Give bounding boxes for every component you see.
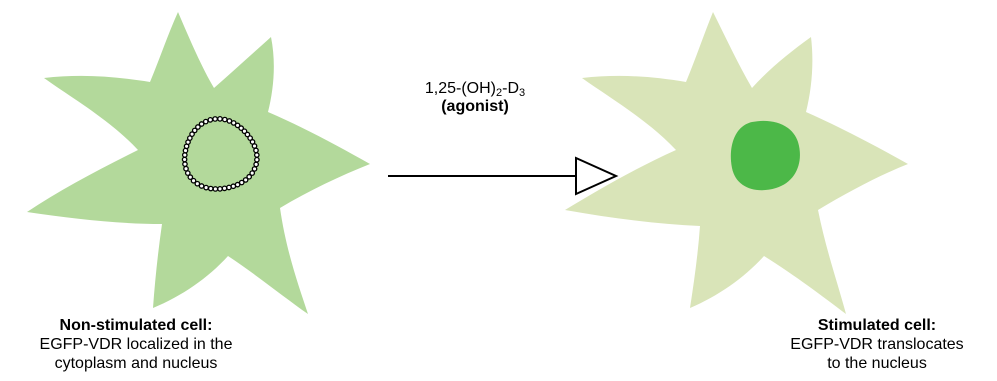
nucleus-dot bbox=[221, 116, 228, 123]
nucleus-dot bbox=[217, 115, 223, 122]
stimulated-line-2: to the nucleus bbox=[827, 355, 927, 372]
agonist-role: (agonist) bbox=[441, 98, 509, 115]
non-stimulated-line-2: cytoplasm and nucleus bbox=[54, 355, 218, 372]
nucleus-dot bbox=[226, 184, 232, 191]
nucleus-filled bbox=[730, 120, 800, 191]
nucleus-dot bbox=[253, 161, 259, 168]
nucleus-dot bbox=[241, 128, 248, 135]
stimulated-line-1: EGFP-VDR translocates bbox=[790, 336, 964, 353]
nucleus-dot bbox=[190, 177, 197, 184]
non-stimulated-caption: Non-stimulated cell: EGFP-VDR localized … bbox=[0, 316, 272, 373]
nucleus-dot bbox=[183, 165, 189, 172]
nucleus-dot bbox=[246, 173, 253, 180]
nucleus-dot bbox=[247, 135, 253, 141]
nucleus-dot bbox=[238, 179, 245, 186]
nucleus-dotted-outline bbox=[181, 115, 260, 192]
agonist-label: 1,25-(OH)2-D3 (agonist) bbox=[395, 80, 555, 116]
nucleus-dot bbox=[184, 170, 191, 176]
non-stimulated-title: Non-stimulated cell: bbox=[59, 317, 213, 334]
nucleus-dot bbox=[195, 124, 201, 130]
non-stimulated-line-1: EGFP-VDR localized in the bbox=[39, 336, 233, 353]
nucleus-dot bbox=[242, 177, 249, 183]
nucleus-dot bbox=[194, 180, 201, 187]
nucleus-dot bbox=[253, 152, 260, 158]
nucleus-dot bbox=[207, 185, 214, 192]
non-stimulated-cell bbox=[27, 12, 370, 314]
nucleus-dot bbox=[221, 185, 228, 192]
nucleus-dot bbox=[230, 120, 237, 126]
nucleus-dot bbox=[189, 131, 195, 138]
nucleus-dot bbox=[187, 174, 194, 180]
nucleus-dot bbox=[212, 186, 219, 192]
nucleus-dot bbox=[207, 117, 214, 123]
nucleus-dot bbox=[203, 184, 209, 191]
agonist-formula: 1,25-(OH)2-D3 bbox=[424, 80, 526, 99]
nucleus-dot bbox=[191, 127, 198, 134]
nucleus-dot bbox=[234, 122, 241, 129]
nucleus-dot bbox=[181, 152, 188, 158]
nucleus-dot bbox=[226, 118, 233, 124]
nucleus-dot bbox=[212, 116, 218, 122]
nucleus-dot bbox=[198, 183, 205, 189]
nucleus-dot bbox=[202, 118, 209, 125]
nucleus-dot bbox=[182, 161, 188, 167]
nucleus-dot bbox=[244, 131, 251, 138]
nucleus-dot bbox=[254, 156, 260, 163]
arrow-head-hollow bbox=[575, 156, 619, 196]
nucleus-dot bbox=[253, 147, 259, 154]
nucleus-dot bbox=[181, 156, 188, 163]
nucleus-dot bbox=[198, 121, 205, 127]
nucleus-dot bbox=[249, 170, 256, 176]
nucleus-dot bbox=[238, 125, 245, 132]
stimulated-title: Stimulated cell: bbox=[817, 317, 937, 334]
nucleus-dot bbox=[251, 166, 258, 172]
stimulated-caption: Stimulated cell: EGFP-VDR translocates t… bbox=[760, 316, 994, 373]
nucleus-dot bbox=[217, 185, 223, 192]
